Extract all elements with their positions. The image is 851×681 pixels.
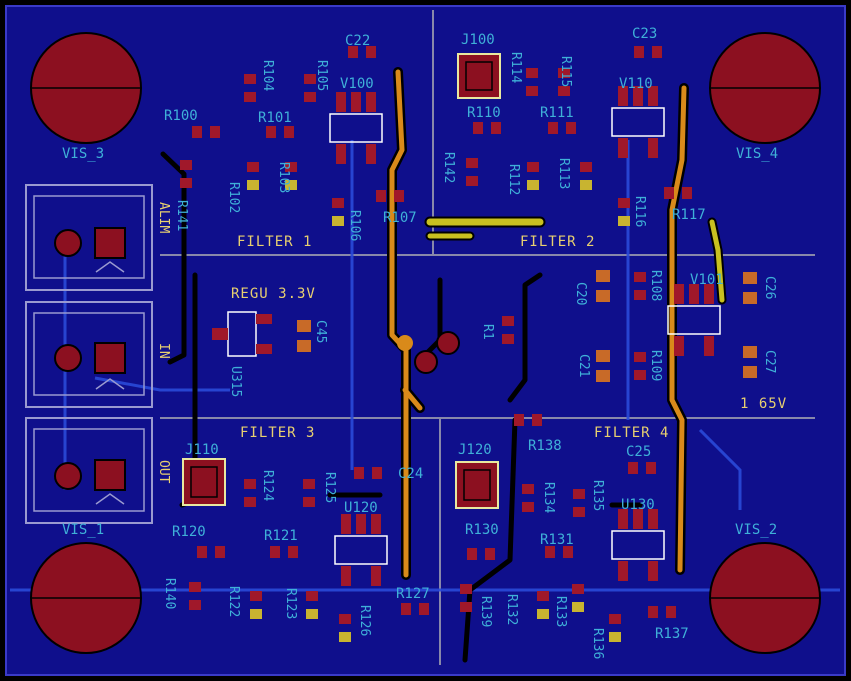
ref-r107: R107 (383, 210, 417, 226)
ref-r1: R1 (480, 324, 495, 340)
ref-u120: U120 (344, 500, 378, 516)
label-alim: ALIM (156, 202, 171, 233)
ref-c22: C22 (345, 33, 370, 49)
ref-c24: C24 (398, 466, 423, 482)
bottom-layer-traces (10, 140, 840, 592)
ref-r137: R137 (655, 626, 689, 642)
pad-j110 (182, 458, 226, 506)
ref-r126: R126 (357, 605, 372, 636)
ref-r140: R140 (162, 578, 177, 609)
label-vis4: VIS_4 (736, 146, 778, 162)
label-in: IN (156, 343, 171, 359)
vias (397, 331, 460, 374)
ref-r106: R106 (347, 210, 362, 241)
ref-r108: R108 (648, 270, 663, 301)
label-vis2: VIS_2 (735, 522, 777, 538)
ref-r130: R130 (465, 522, 499, 538)
ref-r110: R110 (467, 105, 501, 121)
ref-r117: R117 (672, 207, 706, 223)
top-layer-traces (387, 67, 689, 580)
ref-r105: R105 (314, 60, 329, 91)
ref-r113: R113 (556, 158, 571, 189)
ref-r101: R101 (258, 110, 292, 126)
pad-j120 (455, 461, 499, 509)
mount-hole-vis1 (30, 542, 142, 654)
mount-hole-vis2 (709, 542, 821, 654)
ref-v110: V110 (619, 76, 653, 92)
ref-r121: R121 (264, 528, 298, 544)
ref-r116: R116 (632, 196, 647, 227)
mount-hole-vis3 (30, 32, 142, 144)
ref-c20: C20 (573, 282, 588, 305)
ref-r111: R111 (540, 105, 574, 121)
ref-r138: R138 (528, 438, 562, 454)
label-out: OUT (156, 460, 171, 484)
ref-r120: R120 (172, 524, 206, 540)
label-vis1: VIS_1 (62, 522, 104, 538)
ref-r134: R134 (541, 482, 556, 513)
ref-r127: R127 (396, 586, 430, 602)
ref-r109: R109 (648, 350, 663, 381)
ref-r115: R115 (558, 56, 573, 87)
ref-v100: V100 (340, 76, 374, 92)
ref-c27: C27 (762, 350, 777, 373)
ref-u130: U130 (621, 497, 655, 513)
connector-alim (25, 184, 153, 291)
ref-r100: R100 (164, 108, 198, 124)
ref-c45: C45 (313, 320, 328, 343)
connector-in (25, 301, 153, 408)
section-dividers (160, 10, 815, 665)
label-regu: REGU 3.3V (231, 286, 316, 302)
ref-r123: R123 (283, 588, 298, 619)
ref-u315: U315 (228, 366, 243, 397)
ref-r133: R133 (553, 596, 568, 627)
pad-j100 (457, 53, 501, 99)
ref-c25: C25 (626, 444, 651, 460)
label-165v: 1 65V (740, 396, 787, 412)
ref-r112: R112 (506, 164, 521, 195)
yellow-traces (424, 216, 727, 305)
ref-c23: C23 (632, 26, 657, 42)
ref-r125: R125 (322, 472, 337, 503)
connector-out (25, 417, 153, 524)
ref-r132: R132 (504, 594, 519, 625)
ref-r103: R103 (276, 162, 291, 193)
label-filter-2: FILTER 2 (520, 234, 595, 250)
ref-r124: R124 (260, 470, 275, 501)
ref-j110: J110 (185, 442, 219, 458)
ic-u315 (212, 311, 272, 357)
ref-r102: R102 (226, 182, 241, 213)
ref-c21: C21 (576, 354, 591, 377)
ref-r141: R141 (174, 200, 189, 231)
ref-r135: R135 (590, 480, 605, 511)
ref-j120: J120 (458, 442, 492, 458)
silkscreen-text: VIS_3 VIS_4 VIS_1 VIS_2 FILTER 1 FILTER … (62, 26, 787, 659)
ref-j100: J100 (461, 32, 495, 48)
ref-r131: R131 (540, 532, 574, 548)
ref-r122: R122 (226, 586, 241, 617)
ref-c26: C26 (762, 276, 777, 299)
ref-r139: R139 (478, 596, 493, 627)
ref-r114: R114 (508, 52, 523, 83)
label-vis3: VIS_3 (62, 146, 104, 162)
label-filter-4: FILTER 4 (594, 425, 669, 441)
mount-hole-vis4 (709, 32, 821, 144)
ref-v101: V101 (690, 272, 724, 288)
label-filter-3: FILTER 3 (240, 425, 315, 441)
label-filter-1: FILTER 1 (237, 234, 312, 250)
ref-r136: R136 (590, 628, 605, 659)
ref-r142: R142 (441, 152, 456, 183)
ref-r104: R104 (260, 60, 275, 91)
